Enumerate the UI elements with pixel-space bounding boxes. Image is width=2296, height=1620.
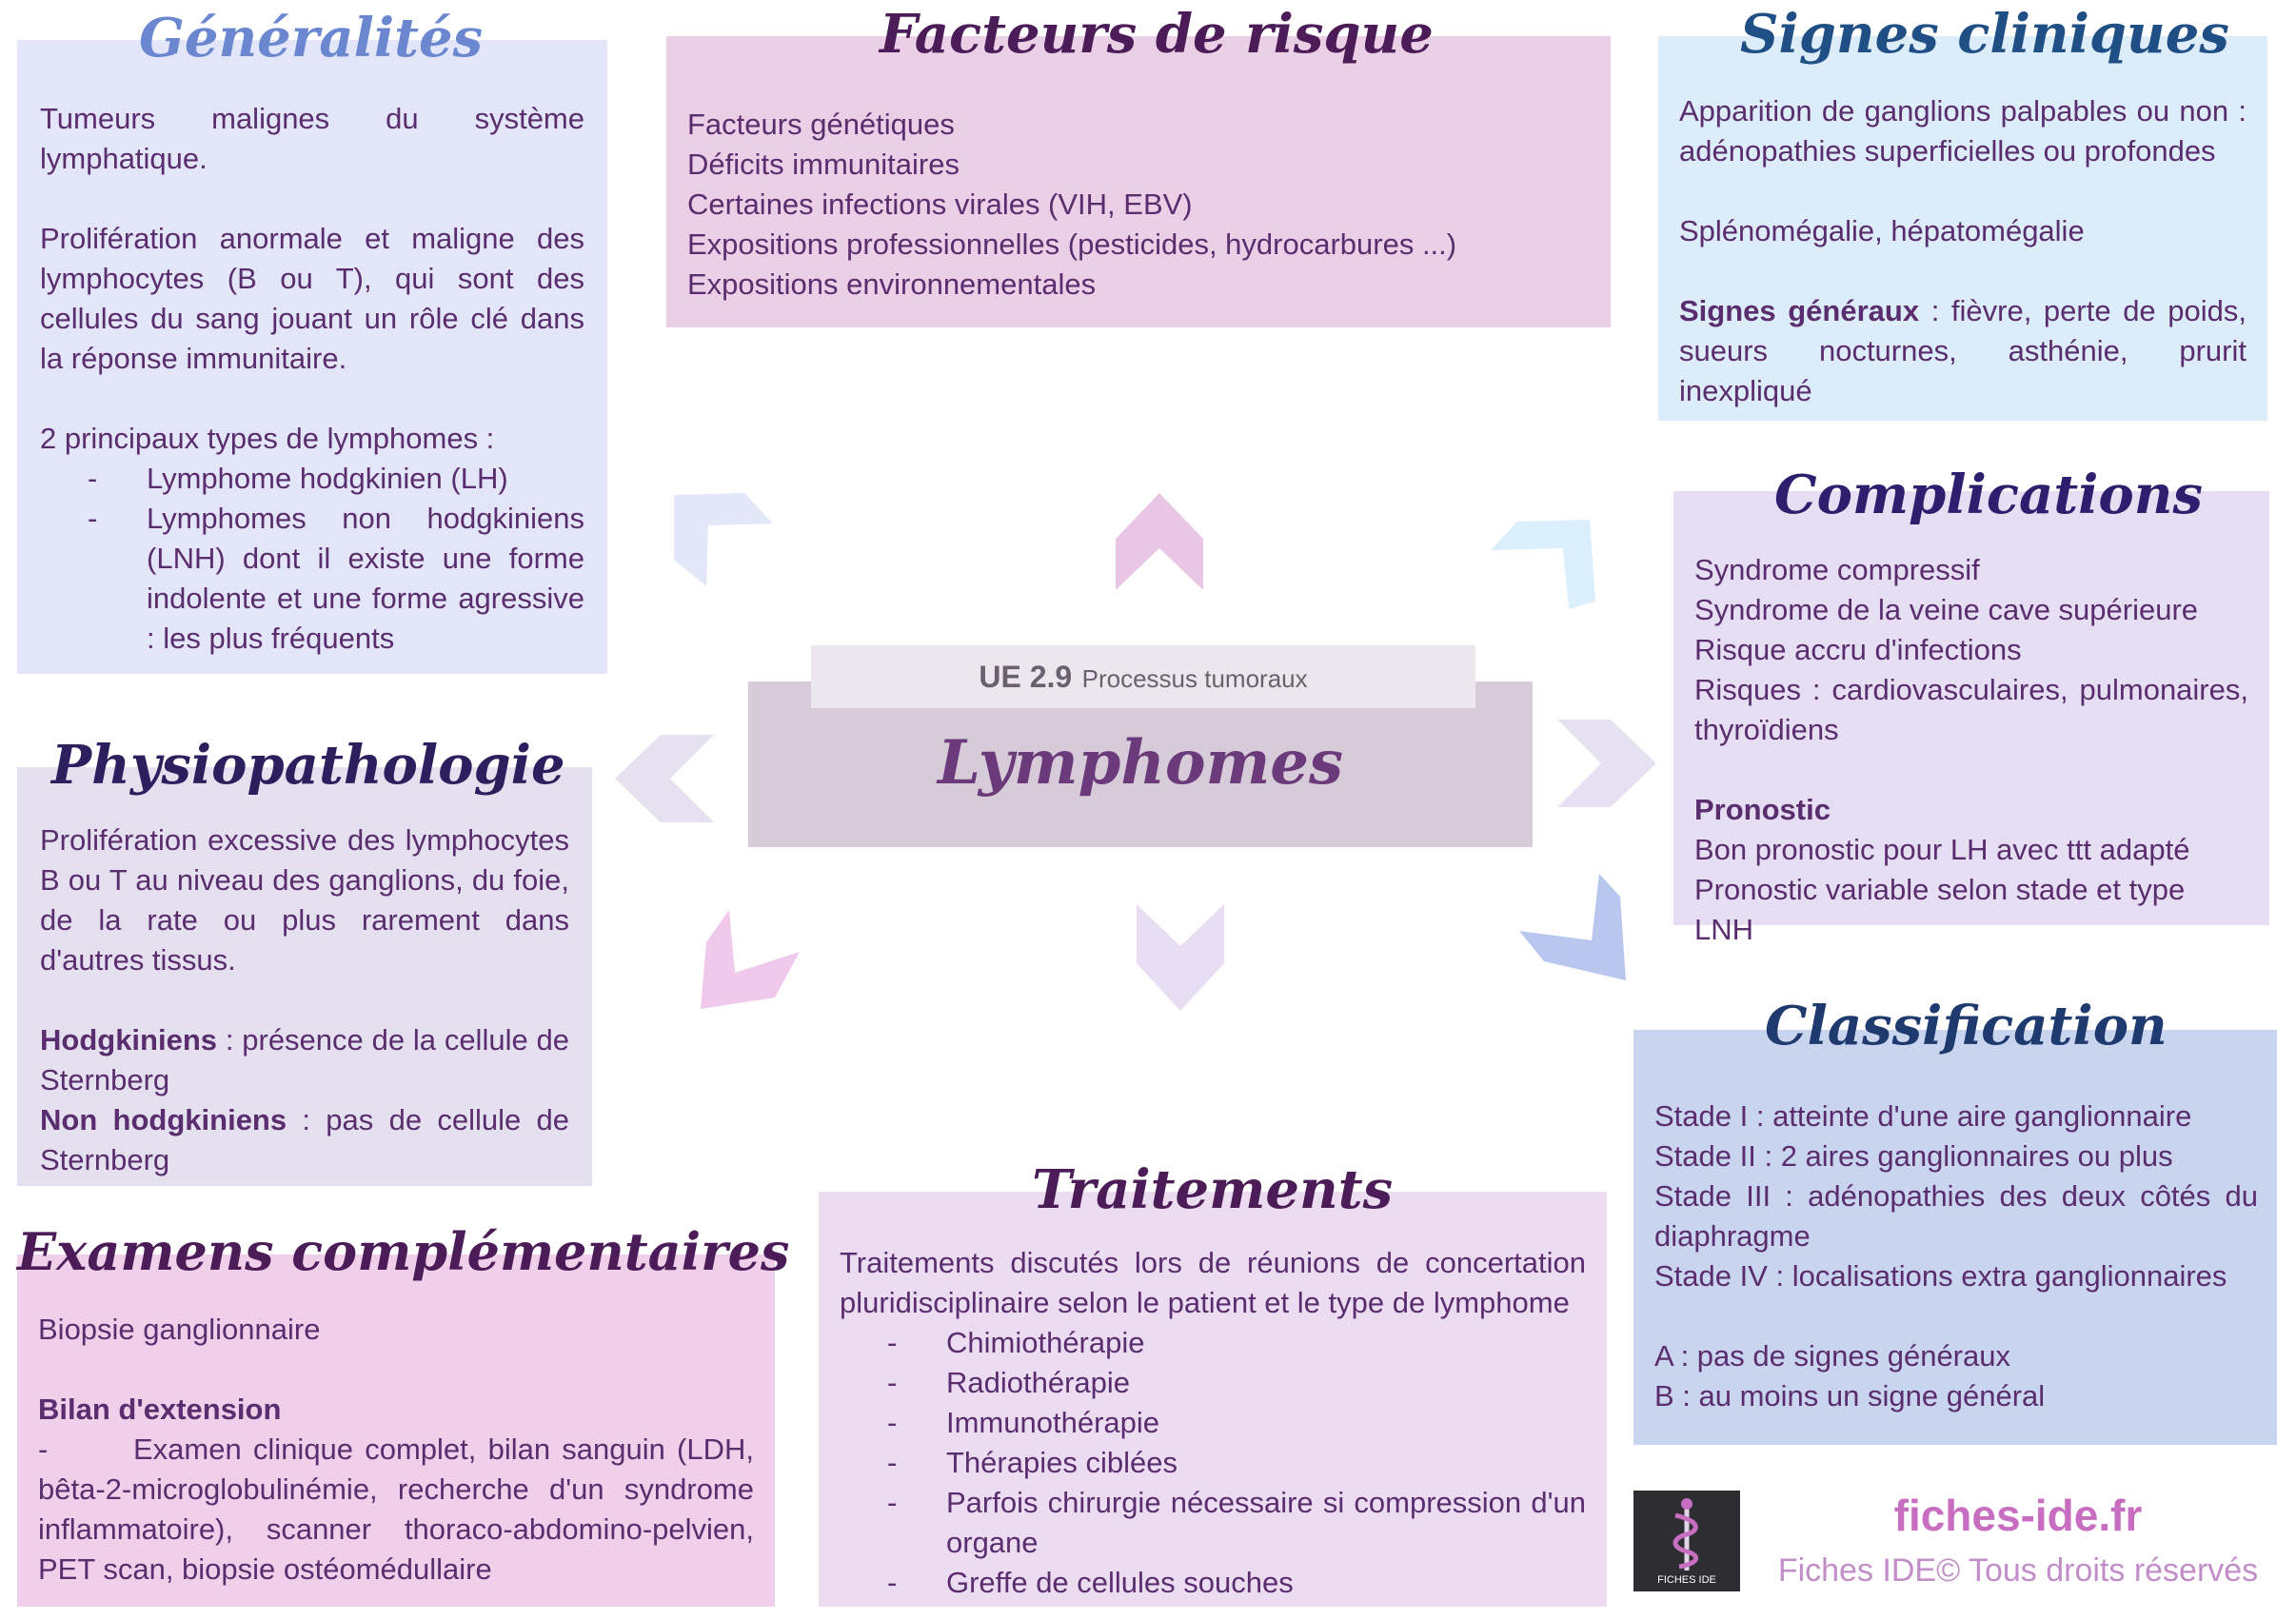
generalites-p2: Prolifération anormale et maligne des ly… — [40, 222, 584, 375]
examens-p1: Biopsie ganglionnaire — [38, 1313, 321, 1346]
list-item: - Lymphome hodgkinien (LH) — [88, 462, 508, 495]
page-title: Lymphomes — [937, 727, 1344, 799]
physio-panel — [17, 767, 592, 1186]
list-item: Expositions environnementales — [687, 267, 1097, 301]
facteurs-panel — [666, 36, 1611, 327]
list-item: B : au moins un signe général — [1654, 1379, 2046, 1413]
logo-caption: FICHES IDE — [1657, 1574, 1716, 1586]
signes-panel — [1658, 36, 2267, 421]
list-item: -Parfois chirurgie nécessaire si compres… — [887, 1486, 1586, 1559]
arrow-left-icon — [615, 735, 714, 822]
list-item: Certaines infections virales (VIH, EBV) — [687, 188, 1193, 221]
caduceus-icon — [1673, 1498, 1698, 1571]
generalites-title: Généralités — [139, 7, 484, 69]
arrow-right-icon — [1557, 720, 1656, 807]
list-item: Syndrome de la veine cave supérieure — [1694, 593, 2199, 626]
list-item: -Thérapies ciblées — [887, 1446, 1178, 1479]
list-item: Expositions professionnelles (pesticides… — [687, 227, 1457, 261]
list-item: -Radiothérapie — [887, 1366, 1131, 1399]
complications-panel — [1673, 491, 2269, 925]
facteurs-list: Facteurs génétiques Déficits immunitaire… — [687, 105, 1601, 305]
ue-subtitle: Processus tumoraux — [1081, 664, 1308, 693]
list-item: Déficits immunitaires — [687, 148, 960, 181]
list-item: Facteurs génétiques — [687, 108, 955, 141]
examens-title: Examens complémentaires — [17, 1221, 790, 1282]
physio-p1: Prolifération excessive des lymphocytes … — [40, 823, 569, 977]
list-item: -Greffe de cellules souches — [887, 1566, 1294, 1599]
facteurs-title: Facteurs de risque — [880, 3, 1434, 66]
arrow-up-left-icon — [674, 493, 773, 586]
generalites-p1: Tumeurs malignes du système lymphatique. — [40, 102, 584, 175]
list-item: Stade II : 2 aires ganglionnaires ou plu… — [1654, 1139, 2173, 1173]
arrow-down-right-icon — [1519, 874, 1626, 980]
classification-title: Classification — [1765, 995, 2167, 1057]
complications-text: Syndrome compressif Syndrome de la veine… — [1694, 550, 2248, 950]
physio-hodgkin: Hodgkiniens : présence de la cellule de … — [40, 1023, 569, 1096]
list-item: A : pas de signes généraux — [1654, 1339, 2010, 1373]
traitements-intro: Traitements discutés lors de réunions de… — [840, 1246, 1586, 1319]
physio-text: Prolifération excessive des lymphocytes … — [40, 820, 569, 1180]
signes-text: Apparition de ganglions palpables ou non… — [1679, 91, 2247, 411]
list-item: Pronostic variable selon stade et type L… — [1694, 873, 2186, 946]
arrow-up-right-icon — [1491, 520, 1595, 609]
list-item: Risques : cardiovasculaires, pulmonaires… — [1694, 673, 2248, 746]
arrow-down-left-icon — [701, 910, 800, 1009]
list-item: Syndrome compressif — [1694, 553, 1980, 586]
list-item: Stade III : adénopathies des deux côtés … — [1654, 1179, 2258, 1253]
examens-panel — [17, 1255, 775, 1607]
brand-site[interactable]: fiches-ide.fr — [1893, 1491, 2143, 1540]
logo: FICHES IDE — [1633, 1491, 1740, 1591]
generalites-p3: 2 principaux types de lymphomes : — [40, 422, 495, 455]
traitements-title: Traitements — [1032, 1158, 1394, 1221]
arrow-down-icon — [1137, 904, 1224, 1011]
list-item: -Chimiothérapie — [887, 1326, 1145, 1359]
physio-non-hodgkin: Non hodgkiniens : pas de cellule de Ster… — [40, 1103, 570, 1176]
classification-text: Stade I : atteinte d'une aire ganglionna… — [1654, 1096, 2258, 1416]
ue-code: UE 2.9 — [979, 660, 1073, 694]
brand-rights: Fiches IDE© Tous droits réservés — [1777, 1552, 2259, 1589]
center-header-bar: UE 2.9 Processus tumoraux — [811, 645, 1475, 708]
list-item: - Lymphomes non hodgkiniens (LNH) dont i… — [88, 502, 584, 655]
signes-title: Signes cliniques — [1740, 3, 2229, 66]
generalites-text: Tumeurs malignes du système lymphatique.… — [40, 99, 584, 659]
traitements-text: Traitements discutés lors de réunions de… — [840, 1243, 1586, 1603]
examens-text: Biopsie ganglionnaire Bilan d'extension … — [38, 1310, 754, 1590]
generalites-panel — [17, 40, 607, 674]
arrow-up-icon — [1116, 493, 1203, 590]
pronostic-label: Pronostic — [1694, 793, 1831, 826]
list-item: Stade I : atteinte d'une aire ganglionna… — [1654, 1099, 2192, 1133]
classification-panel — [1633, 1030, 2277, 1445]
list-item: Stade IV : localisations extra ganglionn… — [1654, 1259, 2227, 1293]
list-item: Bon pronostic pour LH avec ttt adapté — [1694, 833, 2190, 866]
signes-p1: Apparition de ganglions palpables ou non… — [1679, 94, 2247, 168]
physio-title: Physiopathologie — [51, 734, 565, 797]
bilan-label: Bilan d'extension — [38, 1393, 282, 1426]
center-panel — [748, 682, 1533, 847]
bilan-text: -Examen clinique complet, bilan sanguin … — [38, 1432, 754, 1586]
list-item: -Immunothérapie — [887, 1406, 1160, 1439]
list-item: Risque accru d'infections — [1694, 633, 2022, 666]
signes-p2: Splénomégalie, hépatomégalie — [1679, 214, 2085, 247]
traitements-panel — [819, 1192, 1607, 1607]
complications-title: Complications — [1774, 464, 2203, 526]
signes-p3: Signes généraux : fièvre, perte de poids… — [1679, 294, 2247, 407]
